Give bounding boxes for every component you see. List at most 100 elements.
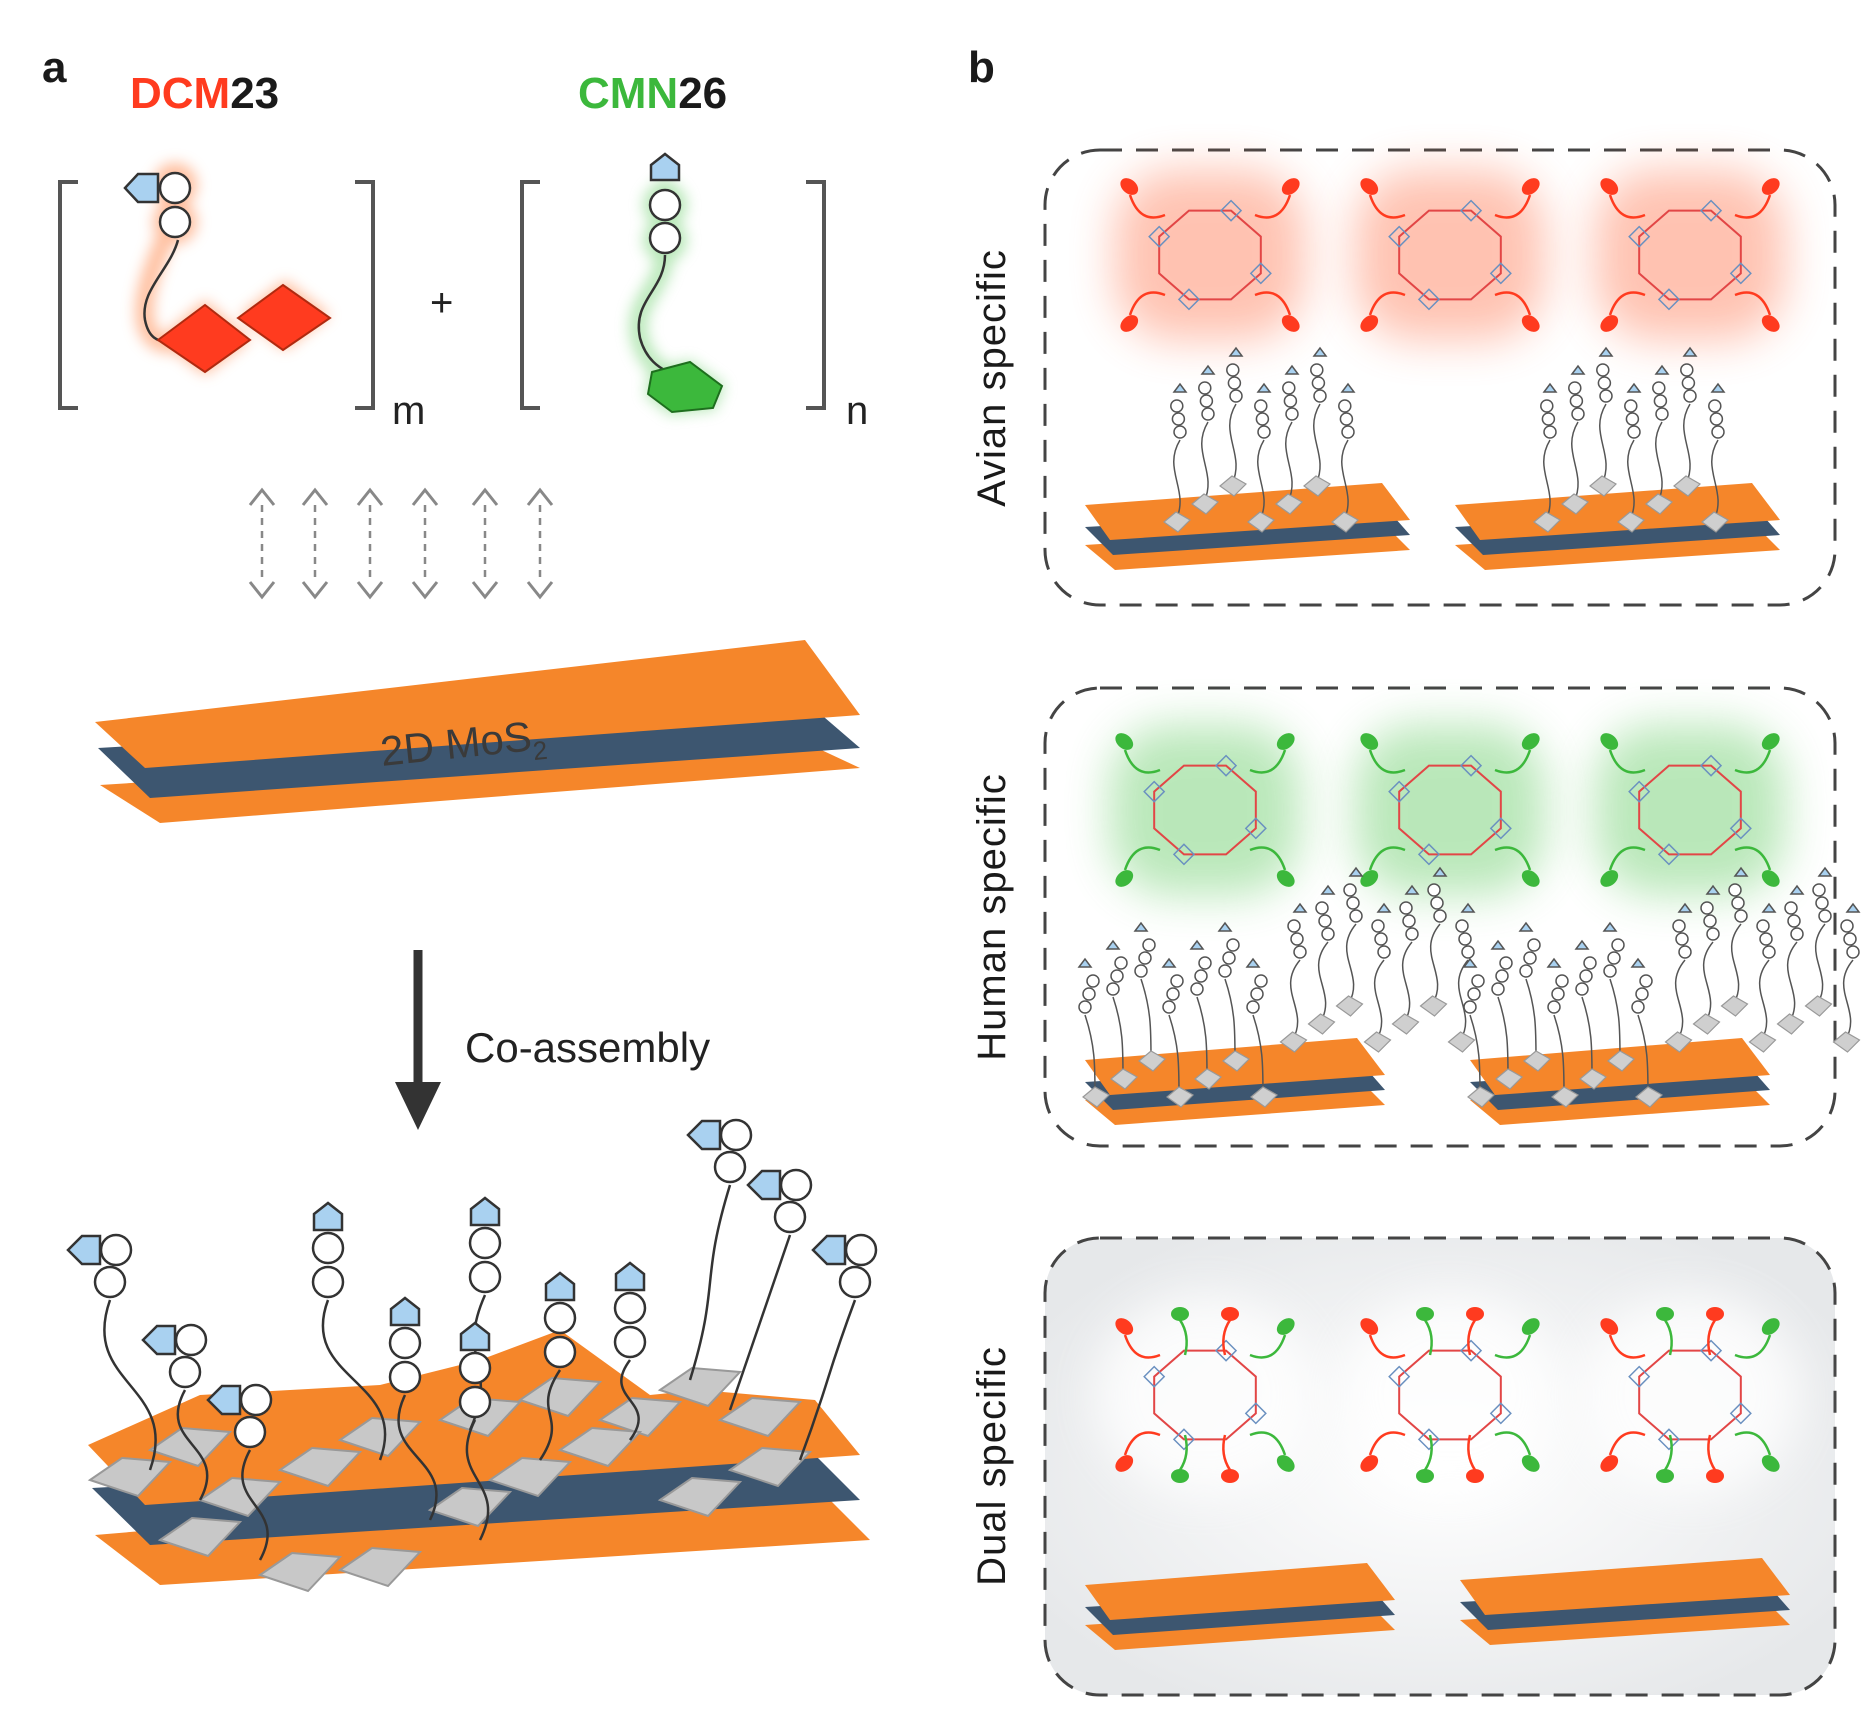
glycan-chain: [458, 1321, 492, 1541]
sugar-icon: [1845, 902, 1861, 913]
sugar-icon: [1630, 957, 1646, 968]
mos2-sheet-stack-top: [95, 640, 860, 823]
co-assembly-label: Co-assembly: [465, 1024, 710, 1071]
glyco-macrocycle: [1115, 170, 1305, 340]
glyco-macrocycle: [1340, 1295, 1560, 1495]
panel-a-letter: a: [42, 43, 67, 92]
glycan-chain: [728, 1168, 813, 1411]
glycan-chain: [388, 1296, 438, 1521]
mini-glycan-chains: [1279, 866, 1476, 1053]
sugar-icon: [1077, 957, 1093, 968]
plus-sign: +: [430, 281, 453, 325]
sugar-icon: [1172, 382, 1188, 393]
sugar-icon: [1626, 382, 1642, 393]
sugar-icon: [459, 1321, 491, 1352]
mos2-mini-stack: [1460, 1558, 1790, 1645]
glyco-macrocycle: [1110, 725, 1300, 895]
sugar-icon: [1284, 364, 1300, 375]
mini-glycan-chains: [1664, 866, 1861, 1053]
dashed-arrow: [411, 487, 439, 600]
dcm23-molecule: [123, 163, 332, 375]
sugar-icon: [1228, 346, 1244, 357]
sugar-icon: [1432, 866, 1448, 877]
panel-b-letter: b: [968, 43, 995, 92]
sugar-icon: [1789, 884, 1805, 895]
dashed-arrow: [356, 487, 384, 600]
sugar-icon: [1682, 346, 1698, 357]
glycan-chain: [613, 1261, 647, 1441]
mini-glycan-chains: [1077, 921, 1278, 1108]
sugar-icon: [544, 1271, 576, 1302]
dashed-arrow: [471, 487, 499, 600]
sugar-icon: [1542, 382, 1558, 393]
sugar-icon: [1462, 957, 1478, 968]
sugar-icon: [1598, 346, 1614, 357]
human-specific-label: Human specific: [970, 773, 1014, 1060]
sugar-icon: [312, 1201, 344, 1232]
sugar-icon: [1677, 902, 1693, 913]
glycan-chain: [311, 1201, 387, 1461]
sugar-icon: [746, 1169, 782, 1201]
mos2-mini-stack: [1085, 1563, 1395, 1650]
sugar-icon: [686, 1119, 722, 1151]
sugar-icon: [1189, 939, 1205, 950]
glyco-macrocycle: [1595, 170, 1785, 340]
sugar-icon: [1312, 346, 1328, 357]
sugar-icon: [66, 1234, 102, 1266]
assembled-molecules: [66, 1118, 878, 1593]
sugar-icon: [1376, 902, 1392, 913]
sugar-icon: [1733, 866, 1749, 877]
sugar-icon: [141, 1324, 177, 1356]
cmn26-prefix: CMN: [578, 69, 678, 118]
sugar-icon: [1602, 921, 1618, 932]
left-bracket-2: [520, 180, 540, 410]
right-bracket-1: [355, 180, 375, 410]
dashed-arrow: [301, 487, 329, 600]
sugar-icon: [123, 172, 160, 204]
sugar-icon: [1546, 957, 1562, 968]
sugar-icon: [649, 152, 681, 182]
glyco-macrocycle: [1095, 1295, 1315, 1495]
sugar-icon: [1570, 364, 1586, 375]
sugar-icon: [1161, 957, 1177, 968]
dashed-arrow: [248, 487, 276, 600]
mos2-label-subscript: 2: [531, 735, 549, 766]
glycan-chain: [206, 1383, 273, 1561]
glyco-macrocycle: [1355, 725, 1545, 895]
mini-glycan-chains: [1462, 921, 1663, 1108]
sugar-icon: [1292, 902, 1308, 913]
dual-specific-box: Dual specific: [970, 1236, 1837, 1697]
glyco-macrocycle: [1595, 725, 1785, 895]
cmn26-title: CMN26: [578, 69, 727, 118]
sugar-icon: [1105, 939, 1121, 950]
sugar-icon: [1404, 884, 1420, 895]
avian-specific-label: Avian specific: [970, 249, 1014, 507]
co-assembly-arrow: [395, 950, 441, 1130]
glycan-chain: [66, 1233, 157, 1471]
mos2-mini-stack: [1455, 483, 1780, 570]
glyco-macrocycle: [1580, 1295, 1800, 1495]
dashed-arrow: [526, 487, 554, 600]
subscript-m: m: [392, 389, 425, 433]
glycan-chain: [141, 1323, 209, 1501]
sugar-icon: [811, 1234, 847, 1266]
sugar-icon: [614, 1261, 646, 1292]
sugar-icon: [1217, 921, 1233, 932]
right-bracket-2: [806, 180, 826, 410]
avian-specific-box: Avian specific: [970, 148, 1837, 607]
sugar-icon: [1710, 382, 1726, 393]
dual-specific-label: Dual specific: [970, 1346, 1014, 1586]
dcm23-title: DCM23: [130, 69, 279, 118]
mos2-mini-stack: [1085, 483, 1410, 570]
mini-glycan-chains: [1533, 346, 1729, 533]
cmn26-suffix: 26: [678, 69, 727, 118]
sugar-icon: [1817, 866, 1833, 877]
dcm23-prefix: DCM: [130, 69, 230, 118]
sugar-icon: [1200, 364, 1216, 375]
sugar-icon: [1518, 921, 1534, 932]
sugar-icon: [1133, 921, 1149, 932]
glycan-chain: [686, 1118, 753, 1381]
dashed-double-arrows: [248, 487, 554, 600]
sugar-icon: [1705, 884, 1721, 895]
